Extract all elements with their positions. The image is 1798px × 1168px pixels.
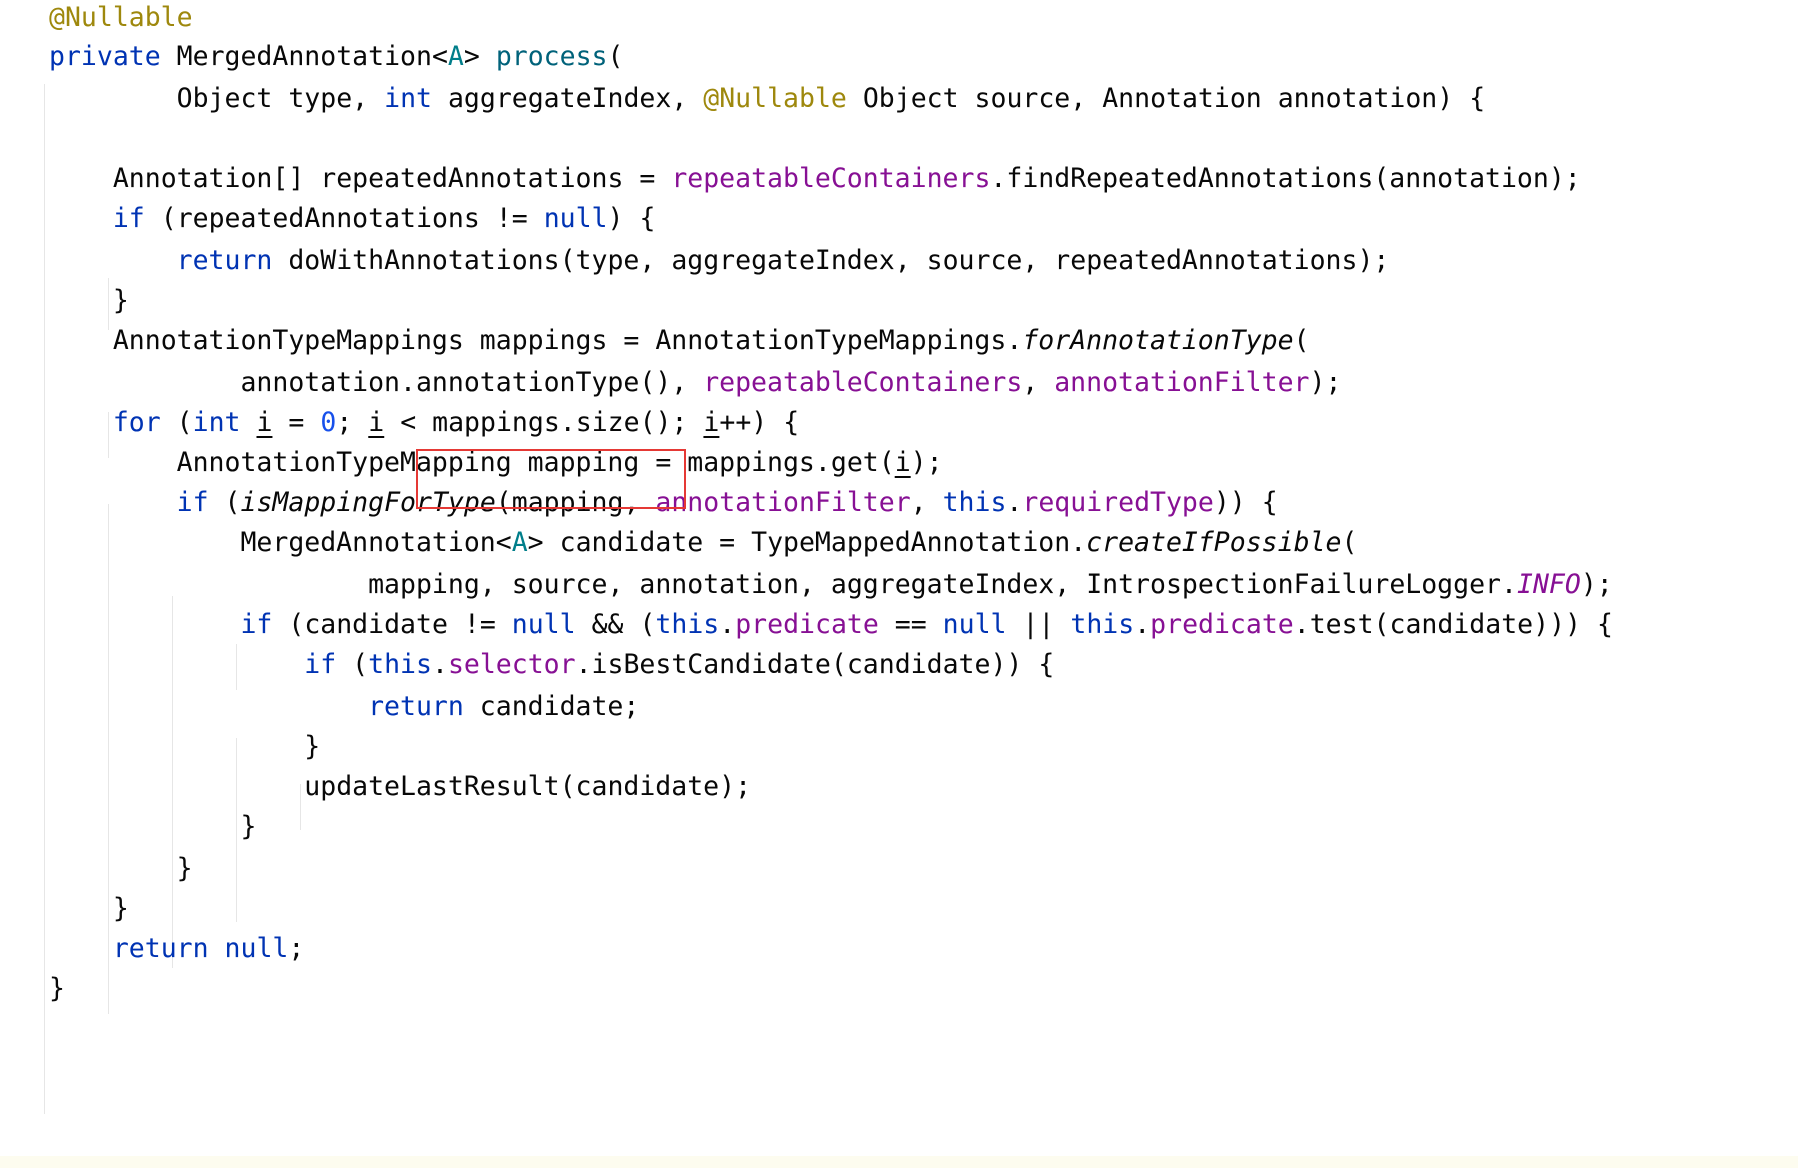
code-line[interactable]: MergedAnnotation<A> candidate = TypeMapp…: [240, 527, 1358, 558]
code-line[interactable]: }: [49, 973, 65, 1004]
indent-guide: [236, 644, 237, 690]
code-line[interactable]: if (repeatedAnnotations != null) {: [112, 203, 656, 234]
indent-guide: [236, 738, 237, 922]
code-line[interactable]: annotation.annotationType(), repeatableC…: [240, 367, 1342, 398]
code-line[interactable]: return null;: [112, 933, 305, 964]
code-line[interactable]: Annotation[] repeatedAnnotations = repea…: [112, 163, 1581, 194]
code-line[interactable]: @Nullable: [49, 2, 193, 33]
code-line[interactable]: }: [176, 853, 193, 884]
code-line[interactable]: Object type, int aggregateIndex, @Nullab…: [176, 83, 1486, 114]
code-line[interactable]: return doWithAnnotations(type, aggregate…: [176, 245, 1390, 276]
editor-bottom-strip: [0, 1156, 1798, 1168]
code-line[interactable]: if (isMappingForType(mapping, annotation…: [176, 487, 1278, 518]
indent-guide: [300, 784, 301, 830]
code-line[interactable]: }: [112, 285, 129, 316]
code-line[interactable]: }: [112, 893, 129, 924]
indent-guide: [172, 596, 173, 968]
indent-guide: [108, 278, 109, 330]
indent-guide: [108, 412, 109, 458]
code-line[interactable]: if (candidate != null && (this.predicate…: [240, 609, 1613, 640]
code-line[interactable]: }: [240, 811, 257, 842]
code-line[interactable]: private MergedAnnotation<A> process(: [49, 41, 624, 72]
code-line[interactable]: mapping, source, annotation, aggregateIn…: [368, 569, 1613, 600]
code-line[interactable]: AnnotationTypeMapping mapping = mappings…: [176, 447, 943, 478]
code-line[interactable]: if (this.selector.isBestCandidate(candid…: [304, 649, 1055, 680]
code-line[interactable]: }: [304, 731, 321, 762]
code-line[interactable]: for (int i = 0; i < mappings.size(); i++…: [112, 407, 800, 438]
highlight-box: [416, 449, 686, 509]
code-line[interactable]: AnnotationTypeMappings mappings = Annota…: [112, 325, 1310, 356]
code-line[interactable]: updateLastResult(candidate);: [304, 771, 752, 802]
indent-guide: [108, 504, 109, 1014]
code-line[interactable]: return candidate;: [368, 691, 640, 722]
indent-guide: [44, 84, 45, 1114]
